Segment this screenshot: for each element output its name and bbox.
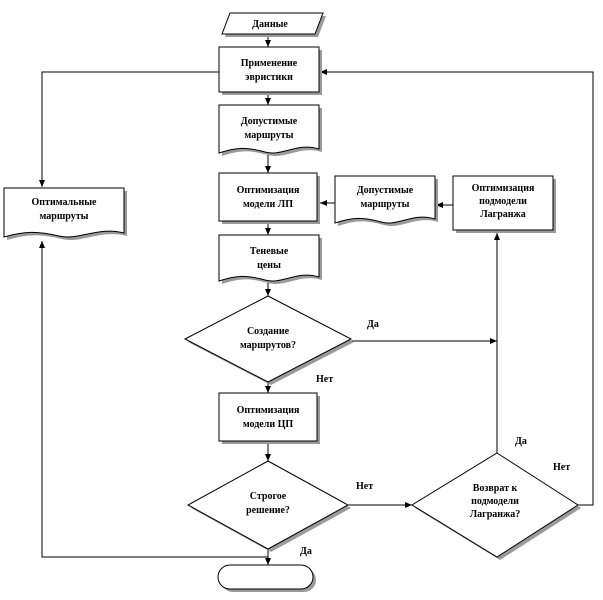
node-optimize-ip-line-1: Оптимизация — [237, 405, 300, 416]
node-optimal-routes: Оптимальные маршруты — [3, 187, 127, 241]
node-data-input-line-1: Данные — [252, 19, 288, 30]
node-optimize-lagrange-line-1: Оптимизация — [472, 183, 535, 194]
node-return-lagrange-decision-line-1: Возврат к — [473, 483, 518, 494]
label-strict-no: Нет — [356, 481, 373, 492]
edges — [39, 34, 594, 565]
node-admissible-routes-top-line-2: маршруты — [245, 130, 294, 141]
edge-return-no-to-heuristics — [320, 69, 594, 506]
node-create-routes-decision: Создание маршрутов? — [183, 295, 354, 385]
node-return-lagrange-decision-line-3: Лагранжа? — [470, 509, 521, 520]
node-optimize-lagrange-line-3: Лагранжа — [480, 209, 526, 220]
node-optimize-ip-line-2: модели ЦП — [243, 419, 294, 430]
node-create-routes-decision-line-1: Создание — [247, 326, 290, 337]
node-optimize-ip: Оптимизация модели ЦП — [218, 392, 320, 444]
edge-labels: Да Нет Нет Да Да Нет — [300, 319, 570, 557]
label-create-no: Нет — [316, 374, 333, 385]
node-terminator — [217, 564, 316, 592]
label-strict-yes: Да — [300, 546, 312, 557]
node-admissible-routes-top-line-1: Допустимые — [241, 116, 298, 127]
node-strict-solution-decision-line-1: Строгое — [250, 491, 287, 502]
label-return-yes: Да — [515, 436, 527, 447]
node-optimize-lagrange-line-2: подмодели — [479, 196, 527, 207]
node-shadow-prices-line-1: Теневые — [250, 246, 289, 257]
node-optimize-lagrange: Оптимизация подмодели Лагранжа — [452, 175, 556, 233]
node-admissible-routes-top: Допустимые маршруты — [218, 104, 322, 157]
label-create-yes: Да — [367, 319, 379, 330]
node-shadow-prices-line-2: цены — [257, 260, 281, 271]
node-optimal-routes-line-1: Оптимальные — [32, 197, 98, 208]
node-apply-heuristics-line-2: эвристики — [245, 72, 293, 83]
node-admissible-routes-side: Допустимые маршруты — [334, 175, 438, 227]
node-optimal-routes-line-2: маршруты — [40, 211, 89, 222]
node-optimize-lp: Оптимизация модели ЛП — [218, 172, 320, 224]
edge-strict-yes-to-optimal — [39, 241, 268, 558]
node-data-input: Данные — [221, 12, 326, 37]
label-return-no: Нет — [553, 462, 570, 473]
node-strict-solution-decision: Строгое решение? — [186, 460, 351, 552]
node-return-lagrange-decision: Возврат к подмодели Лагранжа? — [411, 452, 581, 560]
node-optimize-lp-line-1: Оптимизация — [237, 185, 300, 196]
node-admissible-routes-side-line-1: Допустимые — [357, 185, 414, 196]
node-admissible-routes-side-line-2: маршруты — [361, 199, 410, 210]
node-optimize-lp-line-2: модели ЛП — [243, 199, 293, 210]
node-apply-heuristics-line-1: Применение — [241, 58, 298, 69]
node-shadow-prices: Теневые цены — [218, 234, 322, 285]
node-apply-heuristics: Применение эвристики — [218, 46, 322, 95]
edge-heuristics-to-optimal — [39, 71, 219, 187]
node-create-routes-decision-line-2: маршрутов? — [240, 340, 296, 351]
node-strict-solution-decision-line-2: решение? — [246, 505, 290, 516]
node-return-lagrange-decision-line-2: подмодели — [471, 496, 519, 507]
